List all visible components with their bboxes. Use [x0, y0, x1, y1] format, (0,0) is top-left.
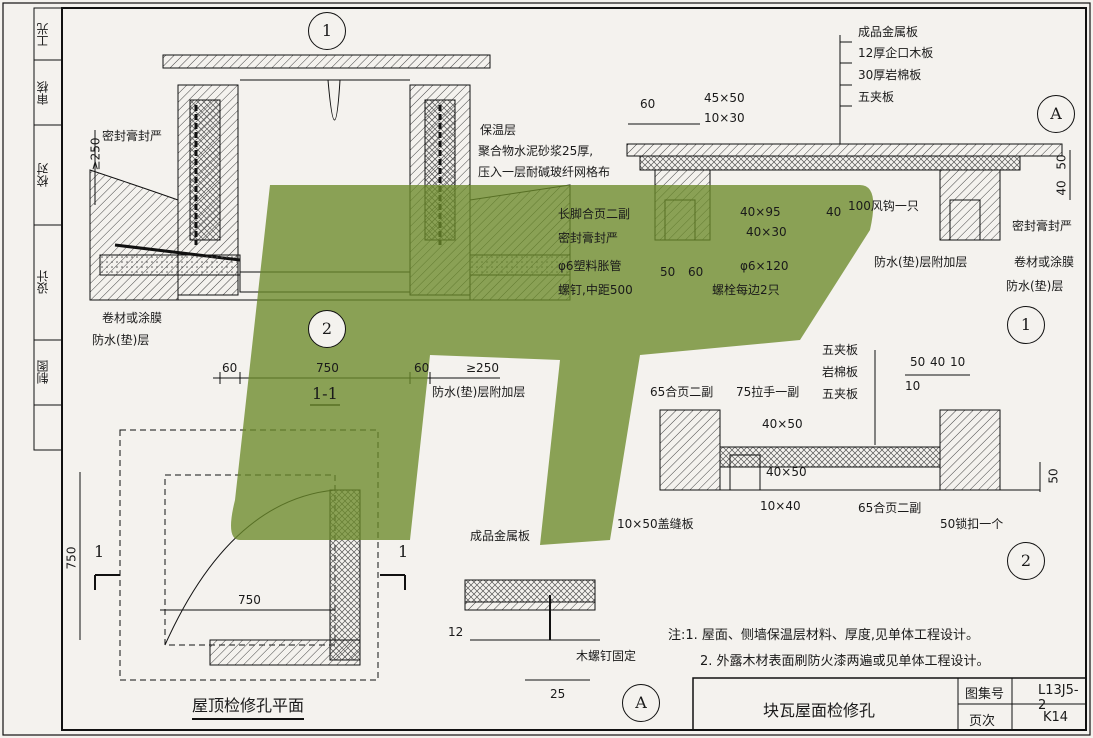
- marker-2: 2: [308, 310, 346, 348]
- dim-250: ≥250: [88, 137, 103, 171]
- label-anchor: φ6塑料胀管: [558, 259, 622, 273]
- label-a-metal: 成品金属板: [470, 529, 531, 543]
- section-label-1-1: 1-1: [312, 384, 338, 403]
- label-mortar-1: 聚合物水泥砂浆25厚,: [478, 144, 594, 158]
- side-strip: [33, 7, 63, 451]
- watermark-logo: [231, 185, 874, 545]
- marker-1-top: 1: [308, 12, 346, 50]
- dim-v10: 10: [905, 379, 921, 393]
- dim-60-b: 60: [414, 361, 430, 375]
- dim-40-top: 40: [930, 355, 946, 369]
- dim-40x50-a: 40×50: [762, 417, 803, 431]
- label-add-layer: 防水(垫)层附加层: [432, 385, 526, 399]
- note-1: 注:1. 屋面、侧墙保温层材料、厚度,见单体工程设计。: [668, 628, 980, 643]
- dim-plan-750-v: 750: [64, 546, 79, 570]
- label-bolt: 螺栓每边2只: [712, 283, 780, 297]
- atlas-label: 图集号: [965, 687, 1005, 702]
- ref-a-bottom: A: [622, 684, 660, 722]
- dim-60: 60: [640, 97, 656, 111]
- plan-title: 屋顶检修孔平面: [192, 692, 305, 720]
- side-cell-3: 校对: [36, 163, 50, 187]
- dim-v40: 40: [1054, 180, 1069, 196]
- dim-40x30: 40×30: [746, 225, 787, 239]
- label-waterproof-1: 防水(垫)层: [1006, 279, 1064, 293]
- drawing-title: 块瓦屋面检修孔: [763, 701, 876, 720]
- dim-10x40: 10×40: [760, 499, 801, 513]
- label-membrane-1: 卷材或涂膜: [1014, 255, 1075, 269]
- label-screw: 螺钉,中距500: [558, 283, 633, 297]
- label-rock-2: 岩棉板: [822, 365, 859, 379]
- cut-left: 1: [94, 542, 105, 561]
- page-label: 页次: [969, 714, 996, 729]
- dim-v50: 50: [1054, 154, 1069, 170]
- label-add-layer-1: 防水(垫)层附加层: [874, 255, 968, 269]
- cut-right: 1: [398, 542, 409, 561]
- label-insulation: 保温层: [480, 123, 517, 137]
- label-a-screw: 木螺钉固定: [576, 649, 637, 663]
- side-cell-4: 设计: [36, 270, 50, 295]
- page-value: K14: [1043, 710, 1069, 725]
- ref-a-top: A: [1037, 95, 1075, 133]
- label-hinge-65: 65合页二副: [650, 385, 714, 399]
- label-rock: 30厚岩棉板: [858, 68, 922, 82]
- dim-bolt: φ6×120: [740, 259, 789, 273]
- label-waterproof: 防水(垫)层: [92, 333, 150, 347]
- label-ply: 五夹板: [858, 90, 895, 104]
- dim-v50-2: 50: [1046, 468, 1061, 484]
- detail-a: [464, 579, 600, 681]
- label-seal-1: 密封膏封严: [558, 231, 619, 245]
- atlas-value: L13J5-2: [1038, 683, 1079, 713]
- detail-2: [659, 350, 1041, 492]
- label-hinge-65-b: 65合页二副: [858, 501, 922, 515]
- side-cell-5: 制图: [36, 360, 50, 385]
- detail-number-2: 2: [1007, 542, 1045, 580]
- dim-40x50-b: 40×50: [766, 465, 807, 479]
- label-hook: 100风钩一只: [848, 199, 919, 213]
- dim-40x95: 40×95: [740, 205, 781, 219]
- dim-10-top: 10: [950, 355, 966, 369]
- note-2: 2. 外露木材表面刷防火漆两遍或见单体工程设计。: [700, 654, 990, 669]
- dim-45x50: 45×50: [704, 91, 745, 105]
- dim-750: 750: [316, 361, 339, 375]
- label-ply-1: 五夹板: [822, 343, 859, 357]
- dim-40: 40: [826, 205, 842, 219]
- side-cell-2: 审核: [36, 81, 50, 105]
- side-cell-1: 工光: [36, 23, 50, 47]
- label-seal-right: 密封膏封严: [1012, 219, 1073, 233]
- label-handle: 75拉手一副: [736, 385, 800, 399]
- label-wood: 12厚企口木板: [858, 46, 934, 60]
- label-cover: 10×50盖缝板: [617, 517, 694, 531]
- dim-a-25: 25: [550, 687, 566, 701]
- detail-number-1: 1: [1007, 306, 1045, 344]
- dim-60-b: 60: [688, 265, 704, 279]
- label-seal: 密封膏封严: [102, 129, 163, 143]
- label-mortar-2: 压入一层耐碱玻纤网格布: [478, 165, 611, 179]
- dim-60-a: 60: [222, 361, 238, 375]
- dim-250-b: ≥250: [466, 361, 499, 375]
- label-metal: 成品金属板: [858, 25, 919, 39]
- title-block: 块瓦屋面检修孔 图集号 L13J5-2 页次 K14: [693, 678, 1086, 730]
- dim-a-12: 12: [448, 625, 464, 639]
- dim-50: 50: [660, 265, 676, 279]
- dim-10x30: 10×30: [704, 111, 745, 125]
- dim-50-top: 50: [910, 355, 926, 369]
- label-lock: 50锁扣一个: [940, 517, 1004, 531]
- dim-plan-750-h: 750: [238, 593, 261, 607]
- label-hinge: 长脚合页二副: [558, 207, 631, 221]
- label-ply-2: 五夹板: [822, 387, 859, 401]
- label-membrane: 卷材或涂膜: [102, 311, 163, 325]
